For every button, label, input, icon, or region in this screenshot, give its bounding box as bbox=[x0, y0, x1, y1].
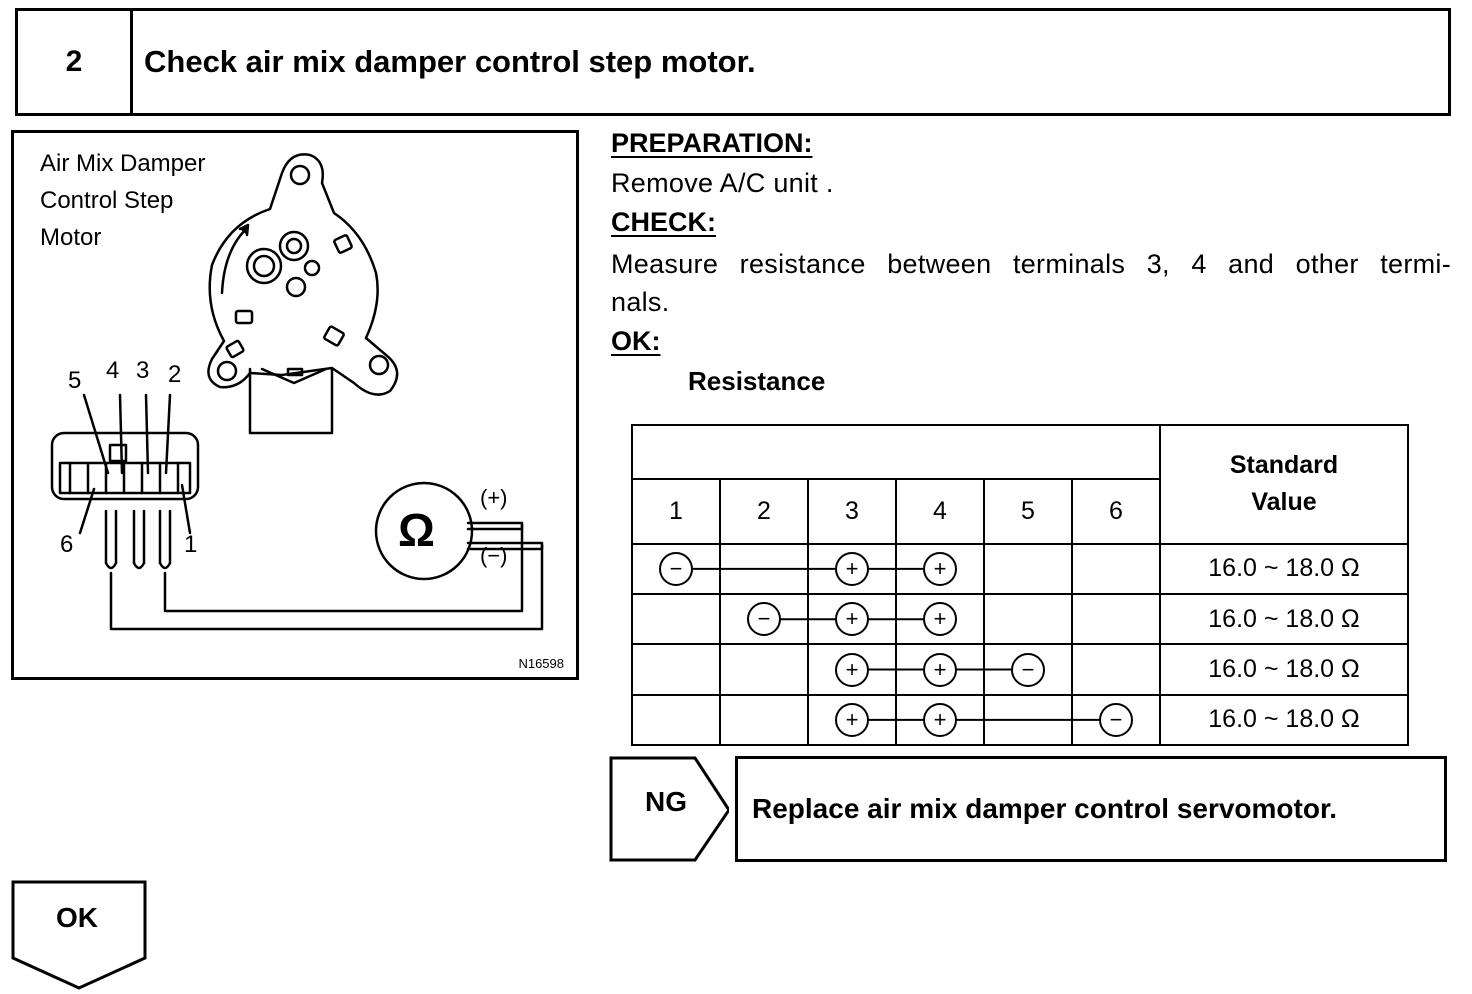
terminal-cell: + bbox=[807, 542, 897, 596]
terminal-cell bbox=[1071, 542, 1161, 596]
terminal-cell bbox=[631, 693, 721, 747]
standard-value-cell: 16.0 ~ 18.0 Ω bbox=[1159, 593, 1409, 646]
step-title: Check air mix damper control step motor. bbox=[144, 44, 756, 79]
standard-value-header: Standard Value bbox=[1159, 424, 1409, 545]
resistance-subheading: Resistance bbox=[688, 366, 826, 396]
terminal-column-header: 2 bbox=[719, 478, 809, 545]
plus-circle-icon: + bbox=[835, 702, 869, 737]
terminal-cell: + bbox=[895, 643, 985, 696]
terminal-label-3: 3 bbox=[136, 357, 150, 384]
step-motor-illustration bbox=[50, 153, 544, 631]
motor-figure: Air Mix Damper Control Step Motor bbox=[11, 130, 579, 680]
terminal-cell: − bbox=[1071, 693, 1161, 747]
table-row: + + − 16.0 ~ 18.0 Ω bbox=[631, 643, 1409, 696]
terminal-cell: − bbox=[631, 542, 721, 596]
minus-circle-icon: − bbox=[1011, 652, 1045, 687]
minus-circle-icon: − bbox=[747, 602, 781, 637]
plus-circle-icon: + bbox=[923, 551, 957, 586]
plus-circle-icon: + bbox=[835, 602, 869, 637]
ng-action: Replace air mix damper control servomoto… bbox=[735, 756, 1447, 862]
terminal-label-2: 2 bbox=[168, 361, 182, 388]
terminal-cell: − bbox=[719, 593, 809, 646]
plus-circle-icon: + bbox=[923, 602, 957, 637]
plus-circle-icon: + bbox=[923, 702, 957, 737]
ohmmeter-icon: Ω bbox=[398, 504, 435, 556]
terminal-cell bbox=[1071, 643, 1161, 696]
ng-label: NG bbox=[645, 786, 687, 817]
table-row: − + +16.0 ~ 18.0 Ω bbox=[631, 542, 1409, 596]
terminal-cell bbox=[719, 542, 809, 596]
terminal-column-header: 3 bbox=[807, 478, 897, 545]
table-body: −++16.0 ~ 18.0 Ω−++16.0 ~ 18.0 Ω++−16.0 … bbox=[631, 542, 1409, 747]
check-text-line2: nals. bbox=[611, 287, 670, 317]
terminal-cell bbox=[1071, 593, 1161, 646]
ng-arrow-box bbox=[609, 756, 729, 862]
terminal-cell bbox=[631, 593, 721, 646]
step-number: 2 bbox=[18, 11, 133, 113]
terminal-cell bbox=[983, 593, 1073, 646]
terminal-cell: + bbox=[807, 693, 897, 747]
terminal-cell: + bbox=[895, 593, 985, 646]
figure-label: Air Mix Damper Control Step Motor bbox=[40, 145, 205, 256]
ok-label: OK bbox=[56, 902, 98, 933]
terminal-label-5: 5 bbox=[68, 367, 82, 394]
terminal-cell: + bbox=[895, 693, 985, 747]
figure-label-line: Control Step bbox=[40, 187, 174, 214]
check-text-line1: Measure resistance between terminals 3, … bbox=[611, 249, 1451, 279]
terminal-cell: + bbox=[895, 542, 985, 596]
probe-positive-label: (+) bbox=[480, 485, 508, 510]
terminal-column-header: 6 bbox=[1071, 478, 1161, 545]
minus-circle-icon: − bbox=[659, 551, 693, 586]
standard-value-cell: 16.0 ~ 18.0 Ω bbox=[1159, 542, 1409, 596]
terminal-cell bbox=[719, 693, 809, 747]
plus-circle-icon: + bbox=[835, 652, 869, 687]
standard-value-cell: 16.0 ~ 18.0 Ω bbox=[1159, 693, 1409, 747]
table-row: + + −16.0 ~ 18.0 Ω bbox=[631, 693, 1409, 747]
terminal-column-header: 4 bbox=[895, 478, 985, 545]
terminal-cell: + bbox=[807, 593, 897, 646]
preparation-text: Remove A/C unit . bbox=[611, 168, 834, 198]
figure-code: N16598 bbox=[518, 656, 564, 671]
terminal-label-6: 6 bbox=[60, 531, 74, 558]
figure-label-line: Air Mix Damper bbox=[40, 150, 206, 177]
terminal-label-1: 1 bbox=[184, 531, 198, 558]
table-row: − + +16.0 ~ 18.0 Ω bbox=[631, 593, 1409, 646]
ok-heading: OK: bbox=[611, 326, 661, 356]
terminal-cell bbox=[983, 542, 1073, 596]
step-header: 2 Check air mix damper control step moto… bbox=[15, 8, 1451, 116]
terminal-label-4: 4 bbox=[106, 357, 120, 384]
minus-circle-icon: − bbox=[1099, 702, 1133, 737]
standard-value-cell: 16.0 ~ 18.0 Ω bbox=[1159, 643, 1409, 696]
terminal-cell: − bbox=[983, 643, 1073, 696]
terminal-column-header: 5 bbox=[983, 478, 1073, 545]
figure-label-line: Motor bbox=[40, 224, 102, 251]
preparation-heading: PREPARATION: bbox=[611, 128, 813, 158]
terminal-cell: + bbox=[807, 643, 897, 696]
terminal-cell bbox=[983, 693, 1073, 747]
table-header-blank bbox=[631, 424, 1161, 480]
plus-circle-icon: + bbox=[835, 551, 869, 586]
terminal-column-header: 1 bbox=[631, 478, 721, 545]
ok-arrow-box bbox=[11, 880, 147, 990]
probe-negative-label: (−) bbox=[480, 543, 508, 568]
check-heading: CHECK: bbox=[611, 207, 716, 237]
plus-circle-icon: + bbox=[923, 652, 957, 687]
terminal-cell bbox=[631, 643, 721, 696]
terminal-cell bbox=[719, 643, 809, 696]
